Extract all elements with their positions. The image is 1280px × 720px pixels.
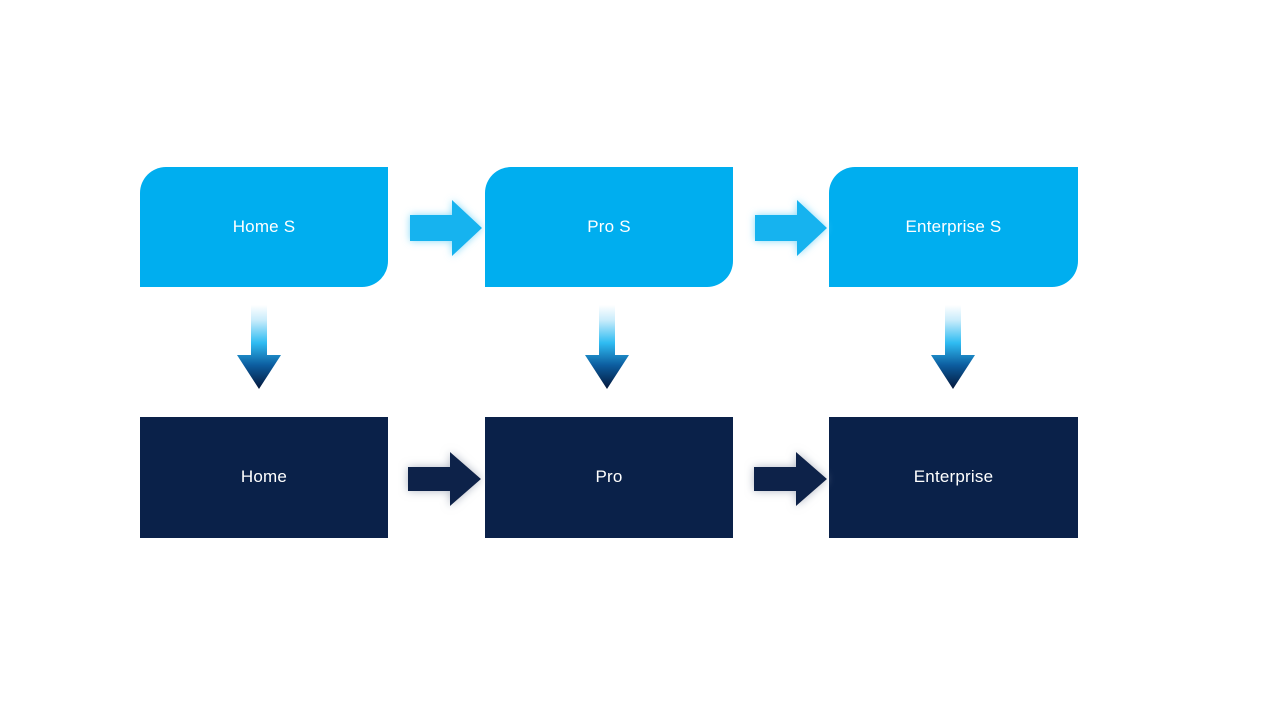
arrow-right-icon-top-2 (745, 190, 837, 266)
arrow-right-icon-bottom-2 (744, 441, 836, 517)
node-label: Enterprise (913, 467, 994, 487)
node-home[interactable]: Home (140, 417, 388, 538)
arrow-down-icon-3 (923, 303, 983, 395)
node-enterprise[interactable]: Enterprise (829, 417, 1078, 538)
arrow-down-icon-2 (577, 303, 637, 395)
node-label: Home S (232, 216, 296, 236)
node-pro[interactable]: Pro (485, 417, 733, 538)
node-label: Pro (595, 467, 623, 487)
arrow-right-icon-bottom-1 (398, 441, 490, 517)
node-label: Pro S (587, 216, 631, 236)
node-label: Home (240, 467, 288, 487)
node-home-s[interactable]: Home S (140, 167, 388, 287)
node-pro-s[interactable]: Pro S (485, 167, 733, 287)
node-enterprise-s[interactable]: Enterprise S (829, 167, 1078, 287)
arrow-right-icon-top-1 (400, 190, 492, 266)
node-label: Enterprise S (905, 216, 1002, 236)
arrow-down-icon-1 (229, 303, 289, 395)
